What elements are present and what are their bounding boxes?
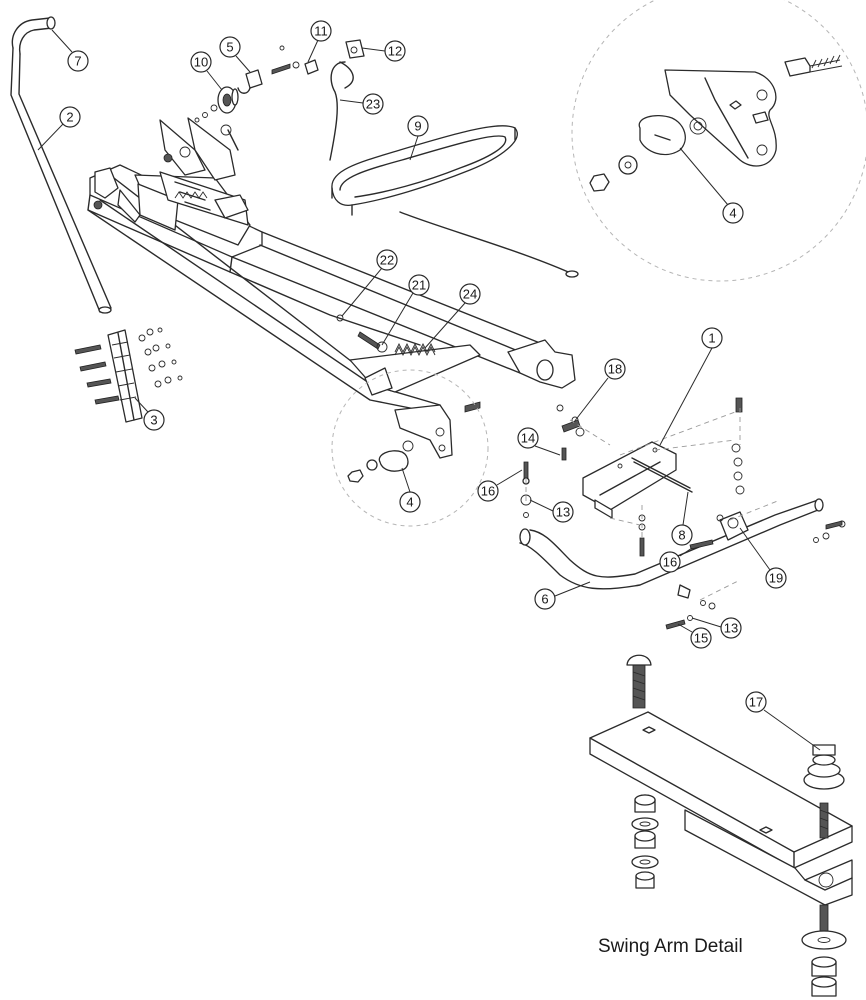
swing-arm <box>519 397 846 630</box>
svg-text:13: 13 <box>556 505 570 520</box>
svg-text:16: 16 <box>663 555 677 570</box>
svg-text:9: 9 <box>414 119 421 134</box>
callout-9: 9 <box>407 115 429 161</box>
callout-6: 6 <box>534 581 591 610</box>
svg-text:18: 18 <box>608 362 622 377</box>
svg-text:24: 24 <box>463 287 477 302</box>
main-frame <box>87 117 576 459</box>
swing-arm-detail-view <box>589 654 853 997</box>
bracket-detail-top <box>571 0 866 282</box>
callout-19: 19 <box>739 527 787 589</box>
bracket-detail-middle <box>331 369 489 527</box>
swing-arm-detail-title: Swing Arm Detail <box>598 936 743 957</box>
svg-text:19: 19 <box>769 571 783 586</box>
pulley-assembly <box>194 39 365 151</box>
callout-10: 10 <box>190 51 223 91</box>
callout-21: 21 <box>381 274 430 346</box>
svg-text:4: 4 <box>729 206 736 221</box>
svg-text:22: 22 <box>380 253 394 268</box>
callout-12: 12 <box>361 40 406 62</box>
svg-text:14: 14 <box>521 431 535 446</box>
callout-7: 7 <box>51 29 89 72</box>
cable-assembly <box>329 61 579 278</box>
hinge-bracket <box>74 327 183 423</box>
svg-text:13: 13 <box>724 621 738 636</box>
svg-text:7: 7 <box>74 54 81 69</box>
callout-16-lower: 16 <box>659 547 693 573</box>
callout-4-top: 4 <box>679 147 744 224</box>
svg-text:12: 12 <box>388 44 402 59</box>
svg-text:8: 8 <box>678 528 685 543</box>
svg-text:15: 15 <box>694 631 708 646</box>
callout-13-upper: 13 <box>529 499 574 523</box>
callout-5: 5 <box>219 36 251 73</box>
svg-text:3: 3 <box>150 413 157 428</box>
callout-11: 11 <box>307 20 332 63</box>
svg-text:4: 4 <box>406 495 413 510</box>
callout-23: 23 <box>339 93 384 115</box>
svg-text:6: 6 <box>541 592 548 607</box>
svg-text:1: 1 <box>708 331 715 346</box>
spring-assembly <box>336 314 481 413</box>
svg-text:2: 2 <box>66 110 73 125</box>
callout-18: 18 <box>573 358 626 423</box>
callout-2: 2 <box>37 106 81 151</box>
callout-22: 22 <box>341 249 398 317</box>
callout-1: 1 <box>659 327 723 446</box>
callout-15: 15 <box>677 623 712 649</box>
svg-text:17: 17 <box>749 695 763 710</box>
callout-24: 24 <box>424 283 481 349</box>
callout-3: 3 <box>134 397 165 431</box>
svg-text:5: 5 <box>226 40 233 55</box>
callout-8: 8 <box>671 491 693 546</box>
callout-16-upper: 16 <box>477 469 523 502</box>
callout-13-lower: 13 <box>691 617 742 639</box>
svg-text:23: 23 <box>366 97 380 112</box>
svg-text:11: 11 <box>314 24 328 39</box>
svg-text:16: 16 <box>481 484 495 499</box>
callout-14: 14 <box>517 427 561 456</box>
svg-text:21: 21 <box>412 278 426 293</box>
callout-4-middle: 4 <box>399 467 421 513</box>
svg-text:10: 10 <box>194 55 208 70</box>
callout-17: 17 <box>745 691 821 751</box>
handle-tube <box>10 16 112 314</box>
